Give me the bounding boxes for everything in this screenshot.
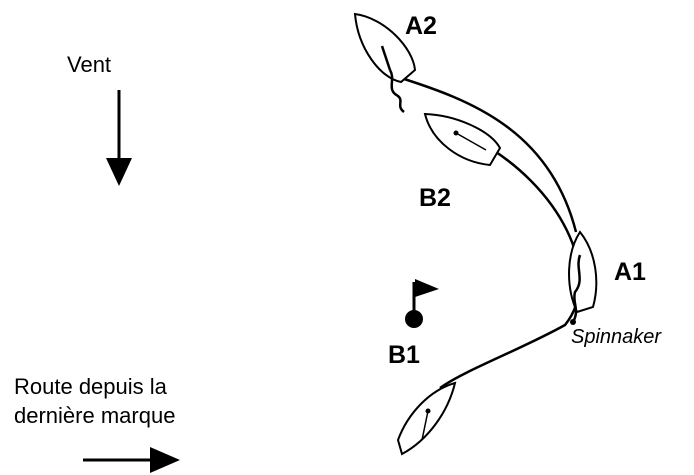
wind-label: Vent xyxy=(67,52,112,77)
mark-flag xyxy=(405,279,439,328)
boat-label-b1: B1 xyxy=(388,341,420,369)
spinnaker-annotation: Spinnaker xyxy=(571,326,662,348)
boat-b2-hull xyxy=(423,112,502,167)
boat-b-track xyxy=(439,138,581,390)
boat-a-track xyxy=(400,76,578,233)
route-arrow xyxy=(83,447,180,473)
boat-a2-hull xyxy=(353,12,417,113)
wind-arrow xyxy=(106,90,132,186)
boat-label-a2: A2 xyxy=(405,12,437,40)
route-label-line1: Route depuis la xyxy=(14,374,167,399)
boat-b1-hull xyxy=(396,381,457,456)
boat-label-b2: B2 xyxy=(419,184,451,212)
boat-a1-hull xyxy=(568,230,598,325)
boat-label-a1: A1 xyxy=(614,258,646,286)
route-label-line2: dernière marque xyxy=(14,403,176,428)
